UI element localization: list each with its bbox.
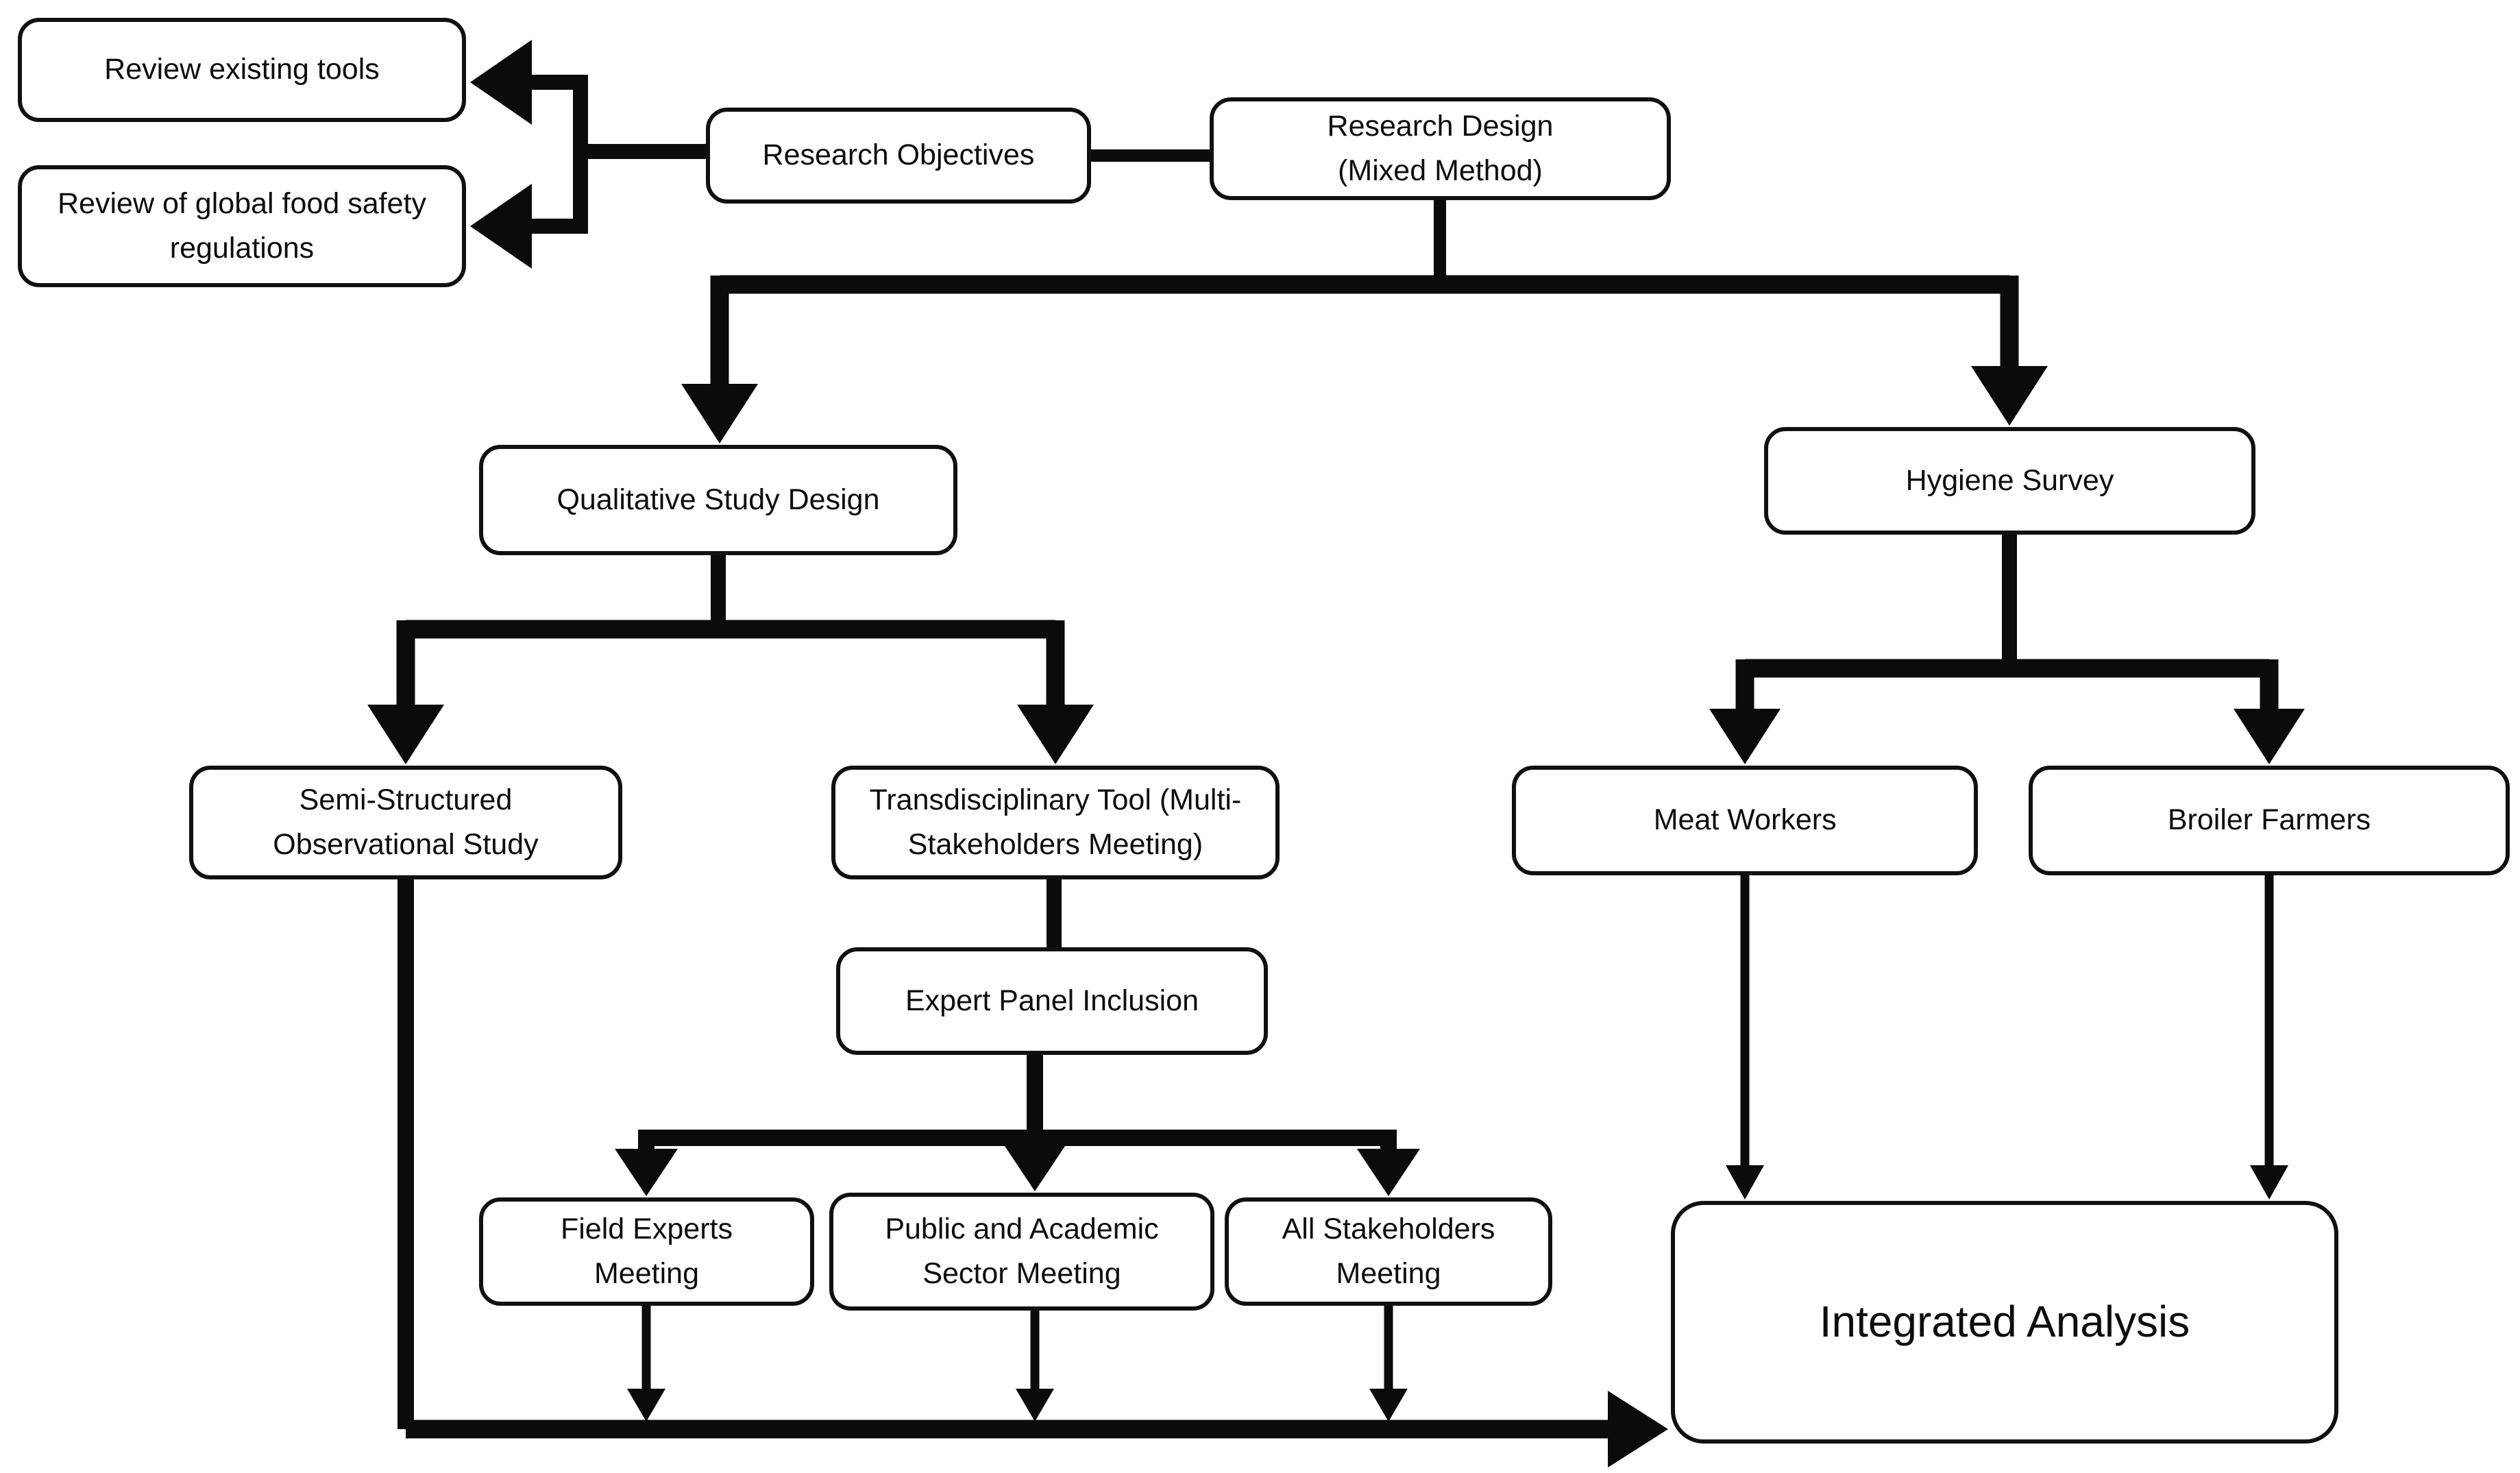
- node-all-stakeholders-meeting: All Stakeholders Meeting: [1225, 1197, 1553, 1306]
- node-label-line: Qualitative Study Design: [556, 483, 880, 516]
- node-label-line: Broiler Farmers: [2167, 803, 2371, 837]
- node-label-line: Public and Academic: [885, 1212, 1159, 1245]
- arrowhead-into-review-regulations: [470, 184, 532, 269]
- arrowhead-into-transdisciplinary: [1017, 705, 1094, 764]
- arrowhead-all-stake-to-collector: [1369, 1389, 1408, 1422]
- node-label-line: Hygiene Survey: [1905, 463, 2114, 497]
- node-label-line: Semi-Structured: [299, 783, 513, 816]
- node-hygiene-survey: Hygiene Survey: [1764, 426, 2255, 535]
- node-label-line: Sector Meeting: [922, 1257, 1121, 1290]
- node-review-global-regulations: Review of global food safety regulations: [17, 165, 466, 287]
- arrowhead-into-review-tools: [470, 40, 532, 125]
- arrowhead-into-all-stakeholders: [1357, 1149, 1420, 1196]
- node-expert-panel-inclusion: Expert Panel Inclusion: [835, 947, 1268, 1055]
- node-label-line: Expert Panel Inclusion: [905, 984, 1199, 1017]
- arrowhead-public-to-collector: [1016, 1389, 1054, 1422]
- arrowhead-into-semi-structured: [367, 705, 444, 764]
- arrowhead-into-field-experts: [615, 1149, 678, 1196]
- node-label-line: Transdisciplinary Tool (Multi-: [869, 783, 1242, 816]
- node-label-line: (Mixed Method): [1338, 154, 1543, 187]
- arrowhead-meat-into-integrated: [1726, 1165, 1764, 1200]
- node-review-existing-tools: Review existing tools: [17, 18, 466, 122]
- node-label-line: Field Experts: [560, 1212, 733, 1245]
- arrowhead-field-to-collector: [627, 1389, 665, 1422]
- node-label-line: Meeting: [1336, 1256, 1441, 1290]
- node-label-line: Integrated Analysis: [1819, 1297, 2190, 1347]
- node-label-line: Meat Workers: [1653, 803, 1837, 837]
- arrowhead-into-public-academic: [1003, 1144, 1066, 1191]
- node-research-objectives: Research Objectives: [706, 108, 1091, 204]
- arrowhead-into-hygiene: [1971, 366, 2048, 426]
- node-qualitative-study-design: Qualitative Study Design: [478, 444, 957, 555]
- arrowhead-into-qualitative: [681, 384, 758, 443]
- node-field-experts-meeting: Field Experts Meeting: [478, 1197, 814, 1306]
- node-broiler-farmers: Broiler Farmers: [2029, 766, 2510, 875]
- node-label-line: Review existing tools: [104, 53, 380, 86]
- node-label-line: Review of global food safety: [57, 186, 426, 220]
- node-public-academic-sector-meeting: Public and Academic Sector Meeting: [829, 1193, 1214, 1311]
- node-label-line: Stakeholders Meeting): [907, 827, 1203, 861]
- arrowhead-into-meat-workers: [1709, 709, 1781, 764]
- node-label-line: regulations: [169, 231, 315, 265]
- node-label-line: Research Objectives: [762, 138, 1035, 172]
- arrowhead-into-broiler-farmers: [2234, 709, 2305, 764]
- node-meat-workers: Meat Workers: [1512, 766, 1979, 875]
- node-label-line: Research Design: [1327, 109, 1554, 143]
- node-semi-structured-observational-study: Semi-Structured Observational Study: [188, 766, 622, 879]
- arrowhead-broiler-into-integrated: [2250, 1165, 2288, 1200]
- arrowhead-collector-into-integrated: [1608, 1391, 1668, 1468]
- node-research-design: Research Design (Mixed Method): [1209, 97, 1671, 200]
- node-label-line: All Stakeholders: [1282, 1212, 1495, 1245]
- node-label-line: Observational Study: [273, 827, 539, 861]
- node-label-line: Meeting: [594, 1256, 699, 1290]
- node-transdisciplinary-tool: Transdisciplinary Tool (Multi- Stakehold…: [831, 766, 1280, 879]
- node-integrated-analysis: Integrated Analysis: [1670, 1200, 2338, 1444]
